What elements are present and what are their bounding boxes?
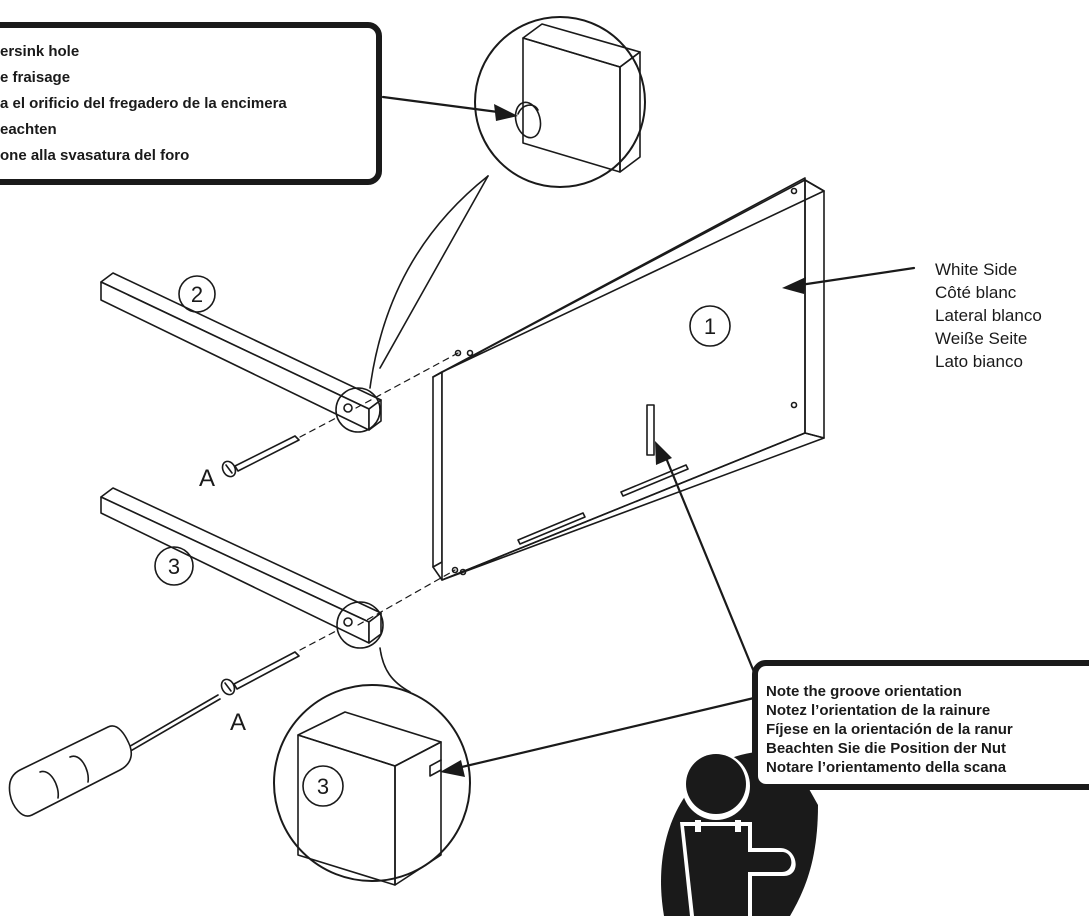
white-side-it: Lato bianco (935, 352, 1023, 371)
screwdriver (8, 694, 221, 817)
countersink-note-de: eachten (0, 121, 57, 138)
white-side-es: Lateral blanco (935, 306, 1042, 325)
white-side-fr: Côté blanc (935, 283, 1017, 302)
part-label-3-detail: 3 (317, 774, 329, 799)
groove-note-en: Note the groove orientation (766, 683, 962, 700)
screw-a-bottom (220, 651, 300, 696)
panel-1 (432, 177, 825, 581)
groove-note-es: Fíjese en la orientación de la ranur (766, 721, 1013, 738)
countersink-note-es: a el orificio del fregadero de la encime… (0, 95, 287, 112)
screw-label-a-top: A (199, 465, 215, 492)
groove-callout: Note the groove orientation Notez l’orie… (752, 660, 1089, 810)
screw-label-a-bottom: A (230, 709, 246, 736)
rail-2 (100, 272, 382, 431)
part-label-3: 3 (168, 554, 180, 579)
countersink-note-it: one alla svasatura del foro (0, 147, 190, 164)
groove-detail (273, 647, 471, 886)
groove-note-it: Notare l’orientamento della scana (766, 759, 1007, 776)
part-label-2: 2 (191, 282, 203, 307)
person-icon (661, 751, 818, 916)
countersink-note-fr: e fraisage (0, 69, 71, 86)
white-side-en: White Side (935, 260, 1018, 279)
part-label-1: 1 (704, 314, 716, 339)
groove-note-de: Beachten Sie die Position der Nut (766, 740, 1007, 757)
countersink-note-en: ersink hole (0, 43, 80, 60)
white-side-de: Weiße Seite (935, 329, 1028, 348)
countersink-callout: ersink hole e fraisage a el orificio del… (0, 18, 387, 188)
screw-a-top (221, 435, 300, 478)
rail-3 (100, 487, 382, 644)
groove-note-fr: Notez l’orientation de la rainure (766, 702, 991, 719)
countersink-detail (369, 16, 646, 389)
